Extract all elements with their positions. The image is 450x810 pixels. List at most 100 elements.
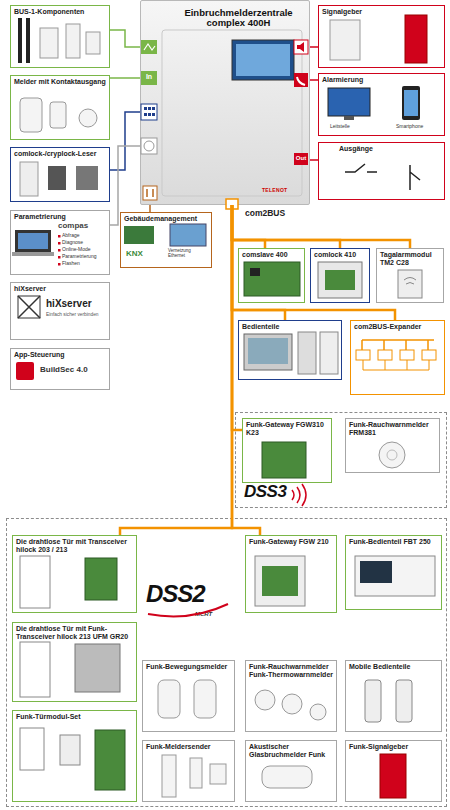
laptop-display [18, 233, 48, 249]
radio-symbol [404, 278, 416, 285]
door [20, 728, 44, 770]
text-label: Leitstelle [330, 124, 350, 130]
connector-line [310, 46, 318, 48]
panel-screen [236, 44, 290, 76]
text-label: Diagnose [62, 240, 83, 246]
keypad-key [144, 113, 147, 116]
smoke-detector [255, 690, 275, 710]
connector-line [232, 205, 285, 320]
transceiver-housing [75, 644, 120, 692]
siren-icon [294, 40, 308, 54]
indoor-siren [330, 20, 360, 60]
text-label: Vernetzung Ethernet [168, 249, 208, 259]
chip [250, 268, 260, 276]
box-title: Funk-Bewegungsmelder [143, 661, 234, 671]
list-bullet [58, 235, 61, 238]
text-label: com2BUS [245, 209, 285, 218]
box-title: Gebäudemanagement [121, 213, 211, 223]
hixserver-logo [18, 296, 40, 318]
connector-line [110, 146, 140, 225]
mobile-keypad [396, 680, 412, 722]
group-frame: DSS2MCRTDie drahtlose Tür mit Transceive… [6, 518, 447, 807]
box-title: Ausgänge [319, 143, 444, 153]
component-box: comslave 400 [238, 248, 305, 303]
expander-port [422, 350, 436, 360]
box-title: comlock 410 [311, 249, 369, 259]
siren-symbol [297, 42, 304, 52]
port-symbol [144, 141, 154, 151]
motion-detector [158, 680, 180, 718]
component-box: com2BUS-Expander [350, 320, 445, 395]
box-title: Die drahtlose Tür mit Funk-Transceiver h… [13, 623, 136, 641]
box-title: BUS-1-Komponenten [11, 6, 109, 16]
text-label: compas [58, 222, 88, 231]
door-module [60, 735, 80, 765]
building-icon [143, 186, 157, 200]
monitor-stand [344, 116, 354, 120]
connector-line [110, 30, 140, 47]
connector-line [232, 205, 242, 430]
component-box: Mobile Bedienteile [345, 660, 442, 732]
component-box: hiXserver [10, 282, 110, 340]
keypad-icon [141, 104, 157, 120]
component-box: Funk-Rauchwarnmelder Funk-Thermowarnmeld… [245, 660, 337, 732]
motion-detector [194, 680, 216, 718]
box-title: Tagalarmmodul TM2 C28 [377, 249, 443, 267]
box-title: Funk-Bedienteil FBT 250 [346, 536, 441, 546]
box-title: Bedienteile [239, 321, 341, 331]
input-icon [141, 71, 157, 85]
expander-wire [362, 340, 434, 350]
box-title: com2BUS-Expander [351, 321, 444, 331]
connector-line [149, 205, 151, 212]
keypad-key [152, 107, 155, 110]
box-title: Melder mit Kontaktausgang [11, 76, 109, 86]
detector-device [66, 24, 80, 58]
list-bullet [58, 256, 61, 259]
detector-device [86, 32, 100, 54]
keypad-panel [244, 334, 292, 370]
transmitter [190, 758, 202, 788]
circuit-board [244, 262, 300, 296]
component-box: Gebäudemanagement [120, 212, 212, 268]
component-box: Ausgänge [318, 142, 445, 200]
component-box: Akustischer Glasbruchmelder Funk [245, 740, 337, 802]
text-label: Out [294, 155, 308, 162]
glass-break-detector [262, 766, 312, 788]
box-title: Die drahtlose Tür mit Transceiver hilock… [13, 536, 136, 554]
panel-door [162, 30, 302, 196]
text-label: Flashen [62, 261, 80, 267]
component-box: Signalgeber [318, 5, 445, 68]
bus-icon [141, 40, 157, 54]
knx-board [124, 226, 154, 244]
component-box: Bedienteile [238, 320, 342, 380]
keypad-key [144, 107, 147, 110]
app-icon [16, 362, 34, 380]
box-title: Funk-Rauchwarnmelder FRM381 [346, 419, 439, 437]
connector-line [110, 112, 140, 170]
relay-symbol [345, 164, 420, 190]
smoke-detector [310, 704, 326, 720]
contact-detector [50, 102, 66, 128]
component-box: Funk-Signalgeber [345, 740, 442, 802]
smoke-detector [79, 109, 97, 127]
keypad-key [152, 113, 155, 116]
box-title: Signalgeber [319, 6, 444, 16]
box-title: Akustischer Glasbruchmelder Funk [246, 741, 336, 759]
text-label: TELENOT [262, 188, 287, 194]
network-monitor [170, 224, 206, 246]
control-panel: Einbruchmelderzentrale complex 400H [140, 0, 310, 205]
expander-wire [363, 360, 429, 370]
motion-detector [20, 98, 42, 132]
box-title: Mobile Bedienteile [346, 661, 441, 671]
text-label: KNX [126, 250, 143, 259]
wireless-siren [380, 754, 406, 798]
keypad-key [148, 113, 151, 116]
text-label: In [141, 73, 157, 81]
text-label: BuildSec 4.0 [40, 366, 88, 375]
door [20, 556, 50, 608]
component-box: comlock-/cryplock-Leser [10, 147, 110, 202]
list-bullet [58, 263, 61, 266]
circuit-board [325, 270, 355, 290]
